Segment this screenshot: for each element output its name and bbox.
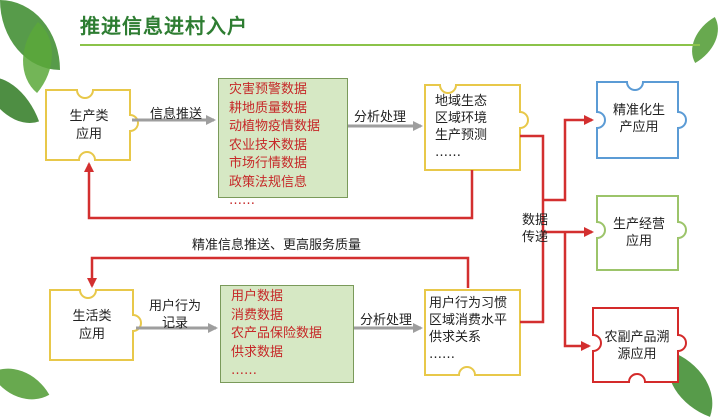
result-line: 供求关系 [429, 330, 482, 345]
arrow-to-output-3 [563, 232, 591, 351]
result-line: 区域消费水平 [429, 313, 508, 328]
page-title: 推进信息进村入户 [80, 14, 248, 38]
data-item: …… [231, 363, 257, 378]
data-item: 用户数据 [231, 289, 284, 304]
result-line: …… [429, 347, 455, 362]
output-traceability: 农副产品溯 源应用 [597, 329, 677, 363]
record-line1: 用户行为 [148, 299, 201, 314]
life-app-line1: 生活类 [72, 309, 112, 324]
production-app-line2: 应用 [75, 127, 102, 142]
life-app-label: 生活类 应用 [55, 308, 129, 344]
life-app-line2: 应用 [78, 327, 105, 342]
push-label: 信息推送 [150, 107, 203, 122]
result-line: 用户行为习惯 [429, 296, 508, 311]
data-item: 动植物疫情数据 [229, 119, 321, 134]
result-line: 区域环境 [435, 111, 488, 126]
puzzle-piece-output-3 [592, 307, 687, 383]
transfer-line1: 数据 [521, 213, 548, 228]
production-app-line1: 生产类 [69, 109, 109, 124]
arrow-transfer-bottom [520, 255, 545, 324]
data-item: 灾害预警数据 [229, 82, 308, 97]
output-line2: 应用 [625, 234, 652, 249]
consumption-result: 用户行为习惯 区域消费水平 供求关系 …… [429, 295, 507, 363]
transfer-line2: 传递 [521, 230, 548, 245]
puzzle-piece-production [45, 89, 139, 161]
output-operations: 生产经营 应用 [603, 216, 675, 250]
analysis-label-bottom: 分析处理 [360, 313, 413, 328]
puzzle-piece-environment [424, 84, 529, 171]
result-line: 地域生态 [435, 94, 488, 109]
output-line1: 农副产品溯 [604, 330, 670, 345]
arrow-to-output-1 [543, 115, 594, 202]
data-item: 消费数据 [231, 307, 284, 323]
record-label: 用户行为 记录 [140, 298, 210, 332]
data-item: 市场行情数据 [229, 156, 308, 171]
arrow-feedback-top [84, 162, 474, 220]
output-precision-production: 精准化生 产应用 [603, 102, 675, 136]
production-data-box: 灾害预警数据 耕地质量数据 动植物疫情数据 农业技术数据 市场行情数据 政策法规… [218, 78, 348, 208]
analysis-label-top: 分析处理 [354, 110, 407, 125]
feedback-label: 精准信息推送、更高服务质量 [192, 238, 362, 253]
environment-result: 地域生态 区域环境 生产预测 …… [435, 93, 487, 161]
puzzle-piece-life [49, 289, 142, 361]
output-line1: 生产经营 [612, 217, 665, 232]
record-line2: 记录 [161, 316, 188, 331]
life-data-box: 用户数据 消费数据 农产品保险数据 供求数据 …… [220, 285, 354, 383]
title-underline [80, 44, 700, 46]
arrow-transfer-top [520, 134, 545, 200]
puzzle-piece-output-2 [596, 195, 687, 271]
data-item: 供求数据 [231, 344, 284, 360]
output-line2: 产应用 [619, 120, 659, 135]
data-item: 农产品保险数据 [231, 326, 323, 341]
puzzle-piece-consumption [424, 289, 521, 376]
result-line: …… [435, 145, 461, 160]
data-item: 耕地质量数据 [229, 100, 308, 116]
transfer-label: 数据 传递 [518, 212, 552, 246]
data-item: 农业技术数据 [229, 137, 308, 153]
output-line1: 精准化生 [612, 103, 665, 118]
diagram-graphics [45, 81, 687, 383]
production-app-label: 生产类 应用 [52, 108, 126, 144]
result-line: 生产预测 [435, 128, 488, 143]
output-line2: 源应用 [617, 347, 657, 362]
data-item: 政策法规信息 [229, 174, 308, 190]
data-item: …… [229, 193, 255, 208]
arrow-feedback-bottom [87, 256, 470, 288]
puzzle-piece-output-1 [596, 81, 687, 159]
